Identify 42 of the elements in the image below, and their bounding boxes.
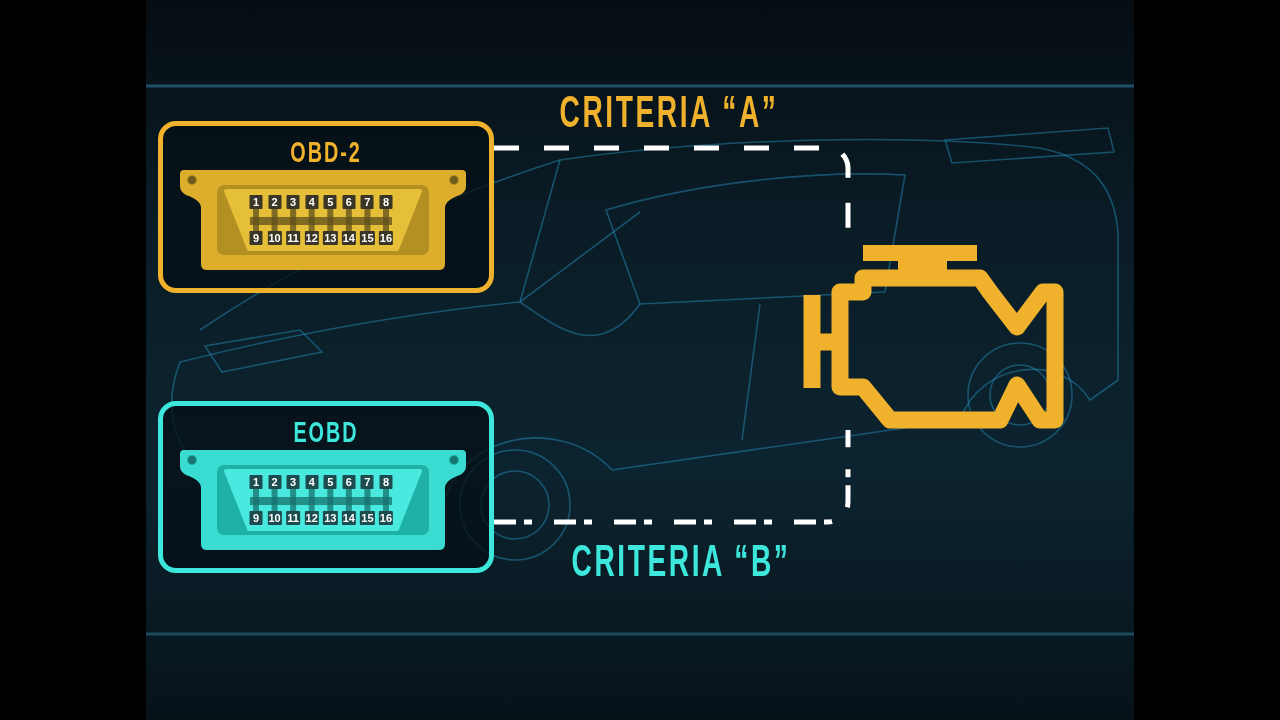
pin-number: 13 <box>323 511 338 525</box>
connector-panel <box>158 401 494 573</box>
pin-number: 1 <box>249 475 263 489</box>
pin-number: 12 <box>304 511 319 525</box>
pin-number: 5 <box>323 475 337 489</box>
pin-number: 16 <box>378 511 394 525</box>
pin-number: 16 <box>378 231 394 245</box>
pin-number: 2 <box>268 195 282 209</box>
pin-number: 4 <box>305 195 319 209</box>
edge-label: CRITERIA “A” <box>559 90 779 134</box>
pin-number: 11 <box>286 511 300 525</box>
pin-number: 11 <box>286 231 300 245</box>
link-line <box>494 430 851 525</box>
pin-number: 14 <box>341 231 356 245</box>
pin-number: 6 <box>342 475 356 489</box>
pin-number: 5 <box>323 195 337 209</box>
pin-number: 3 <box>286 475 300 489</box>
pin-number: 15 <box>360 511 375 525</box>
pin-number: 8 <box>379 195 393 209</box>
engine-icon <box>803 244 1065 430</box>
pin-number: 15 <box>360 231 375 245</box>
pin-number: 9 <box>249 511 263 525</box>
pin-number: 7 <box>360 475 374 489</box>
pin-number: 13 <box>323 231 338 245</box>
pin-number: 1 <box>249 195 263 209</box>
diagnostic-connector <box>180 448 466 552</box>
pin-number: 12 <box>304 231 319 245</box>
pin-number: 3 <box>286 195 300 209</box>
pin-number: 6 <box>342 195 356 209</box>
panel-title: EOBD <box>293 417 359 447</box>
pin-number: 7 <box>360 195 374 209</box>
pin-number: 4 <box>305 475 319 489</box>
edge-label: CRITERIA “B” <box>571 539 791 583</box>
pin-number: 8 <box>379 475 393 489</box>
pin-number: 2 <box>268 475 282 489</box>
panel-title: OBD-2 <box>290 137 362 167</box>
pin-number: 14 <box>341 511 356 525</box>
diagnostic-connector <box>180 168 466 272</box>
pin-number: 10 <box>267 231 282 245</box>
connector-panel <box>158 121 494 293</box>
pin-number: 9 <box>249 231 263 245</box>
pin-number: 10 <box>267 511 282 525</box>
